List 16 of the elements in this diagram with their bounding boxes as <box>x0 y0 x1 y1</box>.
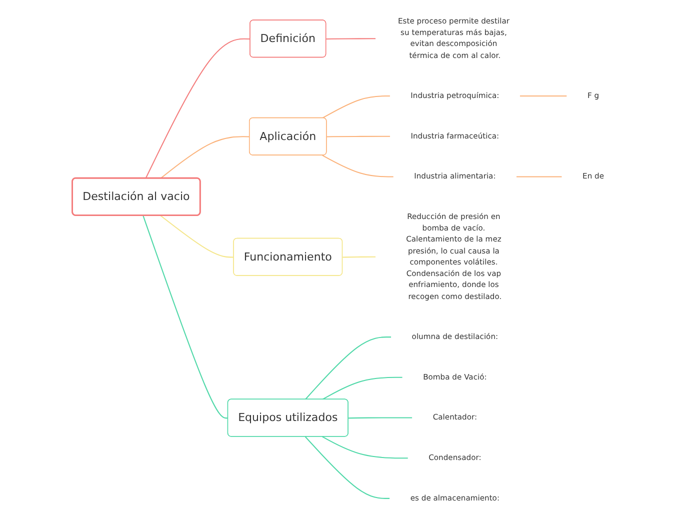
connector <box>145 38 250 179</box>
connector <box>516 176 562 178</box>
connector <box>142 215 228 419</box>
connector <box>322 154 394 178</box>
connector <box>348 417 412 419</box>
connector <box>322 96 390 119</box>
connector <box>322 436 408 459</box>
connector <box>160 136 250 179</box>
connector <box>322 376 402 400</box>
connector <box>342 256 376 258</box>
connector <box>326 38 376 40</box>
connector <box>160 215 234 258</box>
connector <box>520 96 567 97</box>
connector <box>304 436 390 499</box>
connector <box>304 336 392 400</box>
connector <box>326 136 390 138</box>
